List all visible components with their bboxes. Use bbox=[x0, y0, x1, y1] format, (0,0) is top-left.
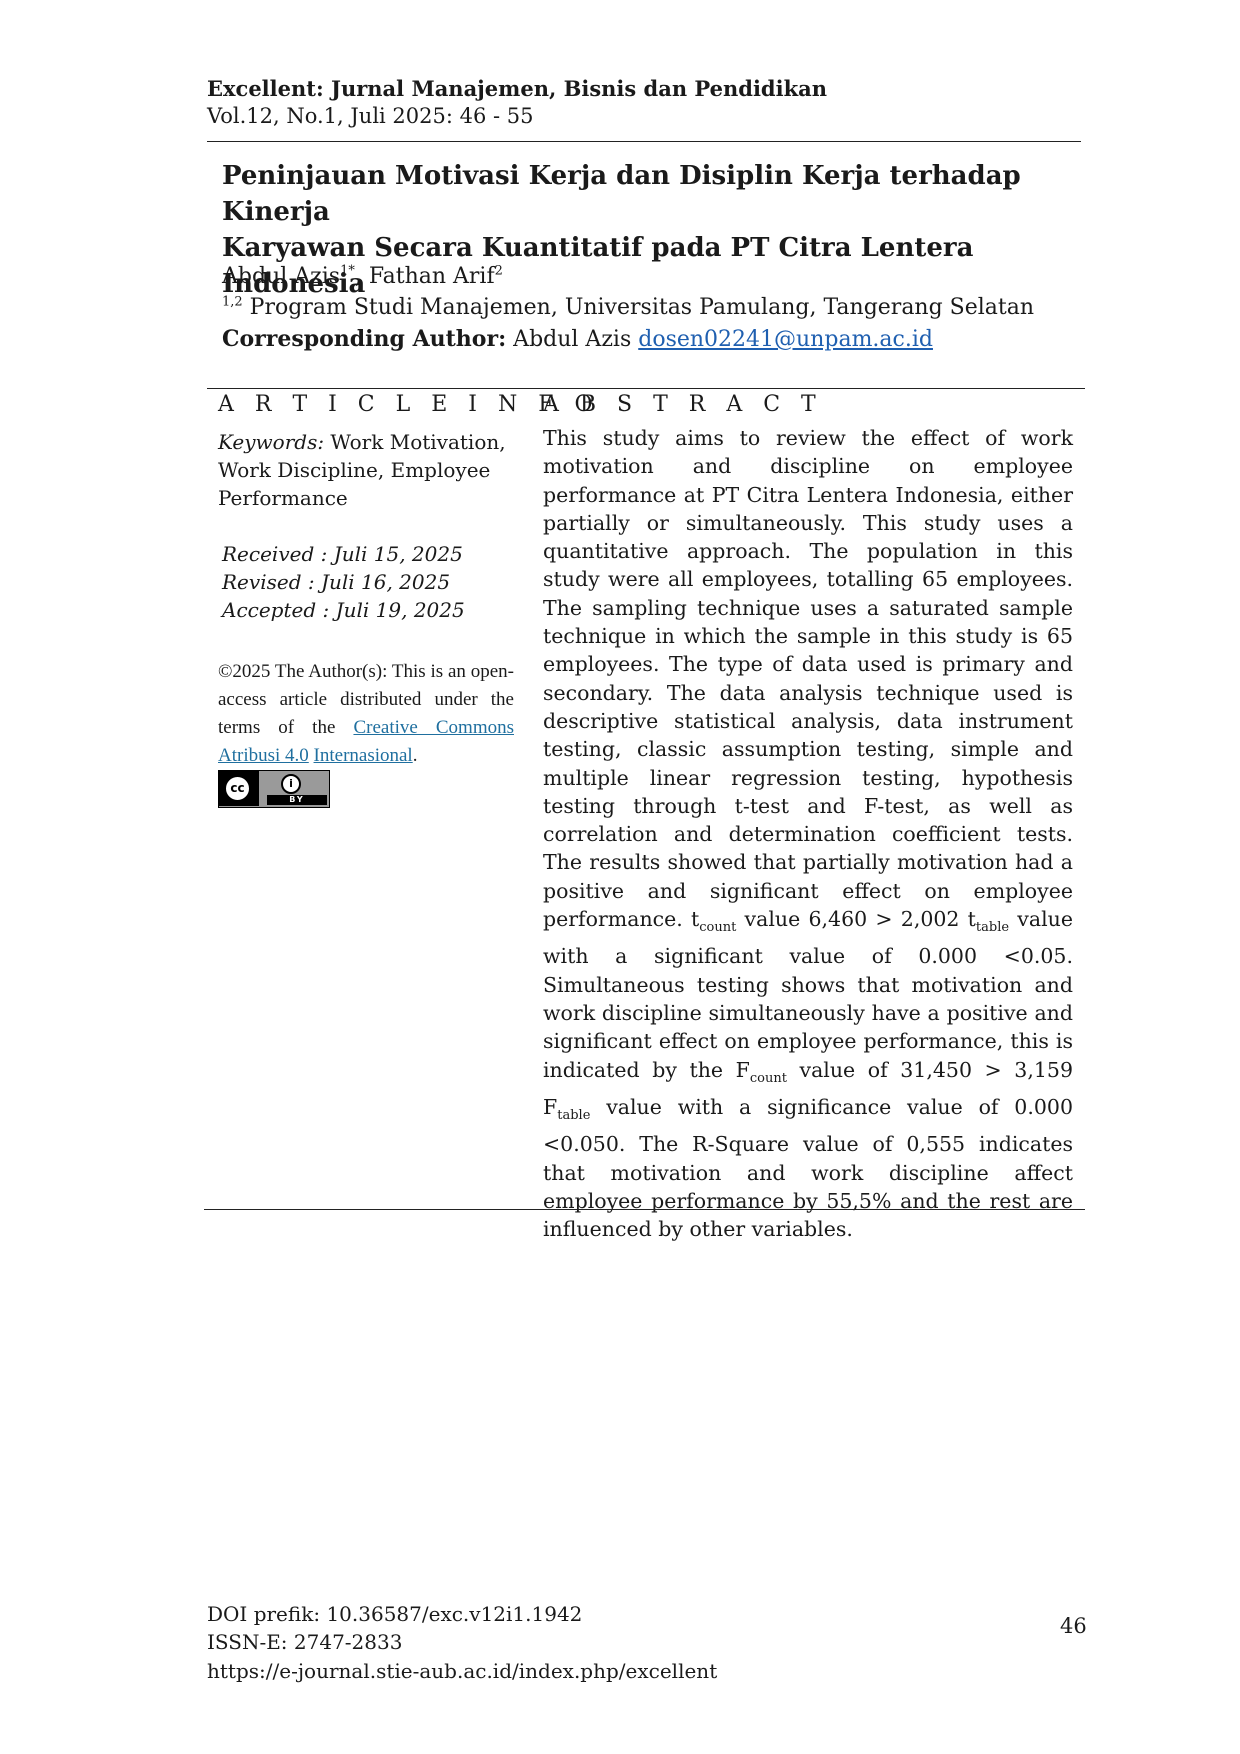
affiliation-text: Program Studi Manajemen, Universitas Pam… bbox=[242, 295, 1035, 320]
author-name: Fathan Arif bbox=[368, 264, 495, 289]
by-label: BY bbox=[267, 795, 327, 805]
journal-url[interactable]: https://e-journal.stie-aub.ac.id/index.p… bbox=[207, 1659, 718, 1683]
article-title: Peninjauan Motivasi Kerja dan Disiplin K… bbox=[222, 158, 1102, 302]
author-list: Abdul Azis1*, Fathan Arif2 bbox=[222, 264, 503, 289]
attribution-icon: i bbox=[281, 774, 301, 794]
page-number: 46 bbox=[1060, 1614, 1087, 1638]
abstract-text: This study aims to review the effect of … bbox=[543, 426, 1073, 932]
corresponding-label: Corresponding Author: bbox=[222, 326, 507, 352]
article-title-line-1: Peninjauan Motivasi Kerja dan Disiplin K… bbox=[222, 161, 1021, 227]
license-notice: ©2025 The Author(s): This is an open-acc… bbox=[218, 658, 514, 770]
corresponding-author: Corresponding Author: Abdul Azis dosen02… bbox=[222, 326, 933, 352]
journal-volume-info: Vol.12, No.1, Juli 2025: 46 - 55 bbox=[207, 104, 534, 128]
abstract-text: value of 31,450 > 3,159 F bbox=[543, 1057, 1073, 1120]
abstract-heading: A B S T R A C T bbox=[543, 392, 823, 417]
subscript: table bbox=[975, 920, 1010, 936]
keywords-value: Work Discipline, Employee bbox=[218, 458, 491, 482]
author-separator: , bbox=[354, 264, 369, 289]
issn: ISSN-E: 2747-2833 bbox=[207, 1630, 403, 1654]
article-info-heading: A R T I C L E I N F O bbox=[218, 392, 600, 417]
keywords-value: Performance bbox=[218, 486, 348, 510]
license-link-creative-commons[interactable]: Creative Commons Atribusi 4.0 bbox=[218, 717, 514, 766]
subscript: count bbox=[699, 920, 737, 936]
received-date: Received : Juli 15, 2025 bbox=[222, 542, 463, 566]
header-rule bbox=[207, 141, 1081, 142]
abstract-body: This study aims to review the effect of … bbox=[543, 424, 1073, 1244]
article-title-line-2: Karyawan Secara Kuantitatif pada PT Citr… bbox=[222, 233, 974, 299]
affiliation: 1,2 Program Studi Manajemen, Universitas… bbox=[222, 295, 1034, 320]
revised-date: Revised : Juli 16, 2025 bbox=[222, 570, 451, 594]
cc-badge-left: cc bbox=[219, 771, 259, 806]
section-bottom-rule bbox=[204, 1209, 1085, 1210]
corresponding-name: Abdul Azis bbox=[506, 327, 639, 352]
abstract-text: value with a significant value of 0.000 … bbox=[543, 907, 1073, 1082]
author-name: Abdul Azis bbox=[222, 264, 341, 289]
corresponding-email-link[interactable]: dosen02241@unpam.ac.id bbox=[638, 327, 933, 352]
abstract-text: value 6,460 > 2,002 t bbox=[736, 907, 976, 932]
doi-prefix: DOI prefik: 10.36587/exc.v12i1.1942 bbox=[207, 1602, 583, 1626]
license-link-internasional[interactable]: Internasional bbox=[313, 745, 413, 766]
subscript: table bbox=[557, 1108, 591, 1124]
cc-icon: cc bbox=[224, 775, 251, 802]
license-period: . bbox=[412, 745, 418, 766]
article-dates: Received : Juli 15, 2025 Revised : Juli … bbox=[222, 540, 522, 624]
abstract-text: value with a significance value of 0.000… bbox=[543, 1095, 1073, 1242]
keywords-value: Work Motivation, bbox=[324, 430, 506, 454]
license-text: ©2025 The Author(s): This is an open-acc… bbox=[218, 661, 514, 738]
keywords-label: Keywords: bbox=[218, 430, 325, 454]
accepted-date: Accepted : Juli 19, 2025 bbox=[222, 598, 465, 622]
author-superscript: 2 bbox=[494, 263, 503, 279]
section-top-rule bbox=[207, 388, 1085, 389]
journal-name: Excellent: Jurnal Manajemen, Bisnis dan … bbox=[207, 76, 828, 101]
keywords: Keywords: Work Motivation, Work Discipli… bbox=[218, 428, 518, 512]
subscript: count bbox=[749, 1070, 787, 1086]
author-superscript: 1* bbox=[340, 263, 355, 279]
cc-by-badge[interactable]: cc i BY bbox=[218, 770, 330, 808]
affiliation-superscript: 1,2 bbox=[222, 294, 243, 310]
